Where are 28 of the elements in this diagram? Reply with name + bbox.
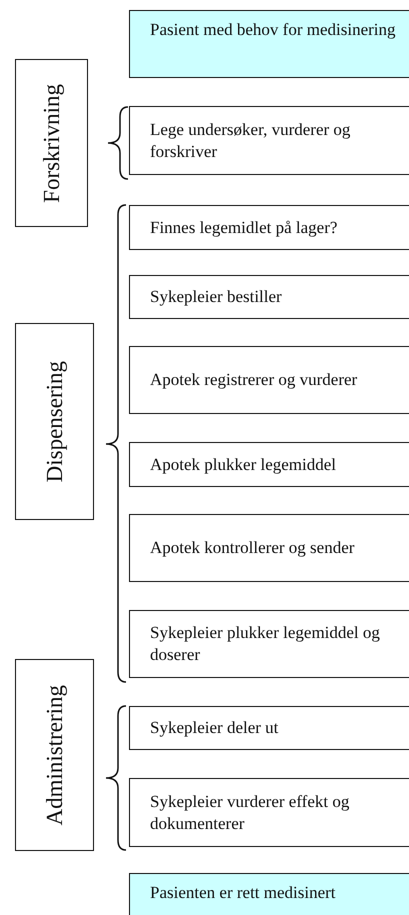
step-text: Sykepleier deler ut xyxy=(150,717,278,739)
phase-label: Dispensering xyxy=(42,360,68,482)
step-text: Pasient med behov for medisinering xyxy=(150,19,396,41)
step-text: Sykepleier bestiller xyxy=(150,286,282,308)
step-box xyxy=(129,346,409,414)
step-box xyxy=(129,442,409,487)
step-text: Finnes legemidlet på lager? xyxy=(150,216,338,238)
phase-box xyxy=(15,59,88,227)
step-text: Sykepleier vurderer effekt og dokumenterer xyxy=(150,790,350,834)
phase-box xyxy=(15,659,94,851)
step-text: Lege undersøker, vurderer og forskriver xyxy=(150,118,352,162)
step-box xyxy=(129,205,409,250)
step-box xyxy=(129,275,409,319)
end-box xyxy=(129,873,409,915)
step-box xyxy=(129,706,409,750)
step-box xyxy=(129,514,409,582)
step-box xyxy=(129,610,409,678)
step-text: Apotek kontrollerer og sender xyxy=(150,537,354,559)
phase-box xyxy=(15,323,94,520)
step-text: Apotek registrerer og vurderer xyxy=(150,369,358,391)
phase-label: Forskrivning xyxy=(38,84,64,202)
step-text: Apotek plukker legemiddel xyxy=(150,454,336,476)
step-text: Pasienten er rett medisinert xyxy=(150,882,336,904)
step-text: Sykepleier plukker legemiddel og doserer xyxy=(150,622,381,666)
start-box xyxy=(129,10,409,78)
phase-label: Administrering xyxy=(42,684,68,826)
step-box xyxy=(129,106,409,175)
step-box xyxy=(129,778,409,847)
